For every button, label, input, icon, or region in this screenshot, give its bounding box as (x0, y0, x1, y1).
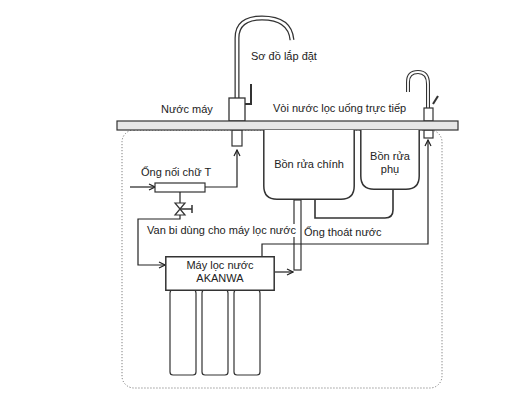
main-sink: Bồn rửa chính (263, 130, 355, 200)
side-sink: Bồn rửa phụ (360, 130, 420, 190)
filter-cartridge (234, 290, 260, 375)
faucet-fitting (232, 130, 242, 146)
faucet-base (229, 98, 245, 121)
drinking-faucet-base (424, 108, 433, 121)
filter-cartridge (170, 290, 196, 375)
cabinet-outline (122, 130, 442, 388)
faucet-handle (245, 84, 251, 104)
countertop (117, 121, 458, 130)
drinking-faucet-fitting (424, 130, 433, 138)
t-connector (155, 183, 205, 192)
node-text: Bồn rửa chính (267, 158, 351, 171)
filter-cartridge (202, 290, 228, 375)
inlet-pipe (130, 186, 155, 187)
drinking-faucet (408, 72, 428, 110)
callout-label: Nước máy (160, 103, 214, 116)
diagram-title: Sơ đồ lắp đặt (250, 50, 318, 63)
reject-water-line (275, 271, 293, 272)
filter-unit: Máy lọc nước AKANWA (165, 256, 275, 291)
drinking-faucet-handle (433, 96, 438, 104)
callout-label: Van bi dùng cho máy lọc nước (146, 224, 297, 237)
callout-label: Ống nối chữ T (140, 166, 212, 179)
callout-label: Ống thoát nước (303, 226, 383, 239)
valve-handle (180, 205, 192, 213)
node-text: Bồn rửa phụ (364, 150, 416, 176)
node-text: Máy lọc nước AKANWA (169, 259, 271, 285)
callout-label: Vòi nước lọc uống trực tiếp (272, 102, 407, 115)
